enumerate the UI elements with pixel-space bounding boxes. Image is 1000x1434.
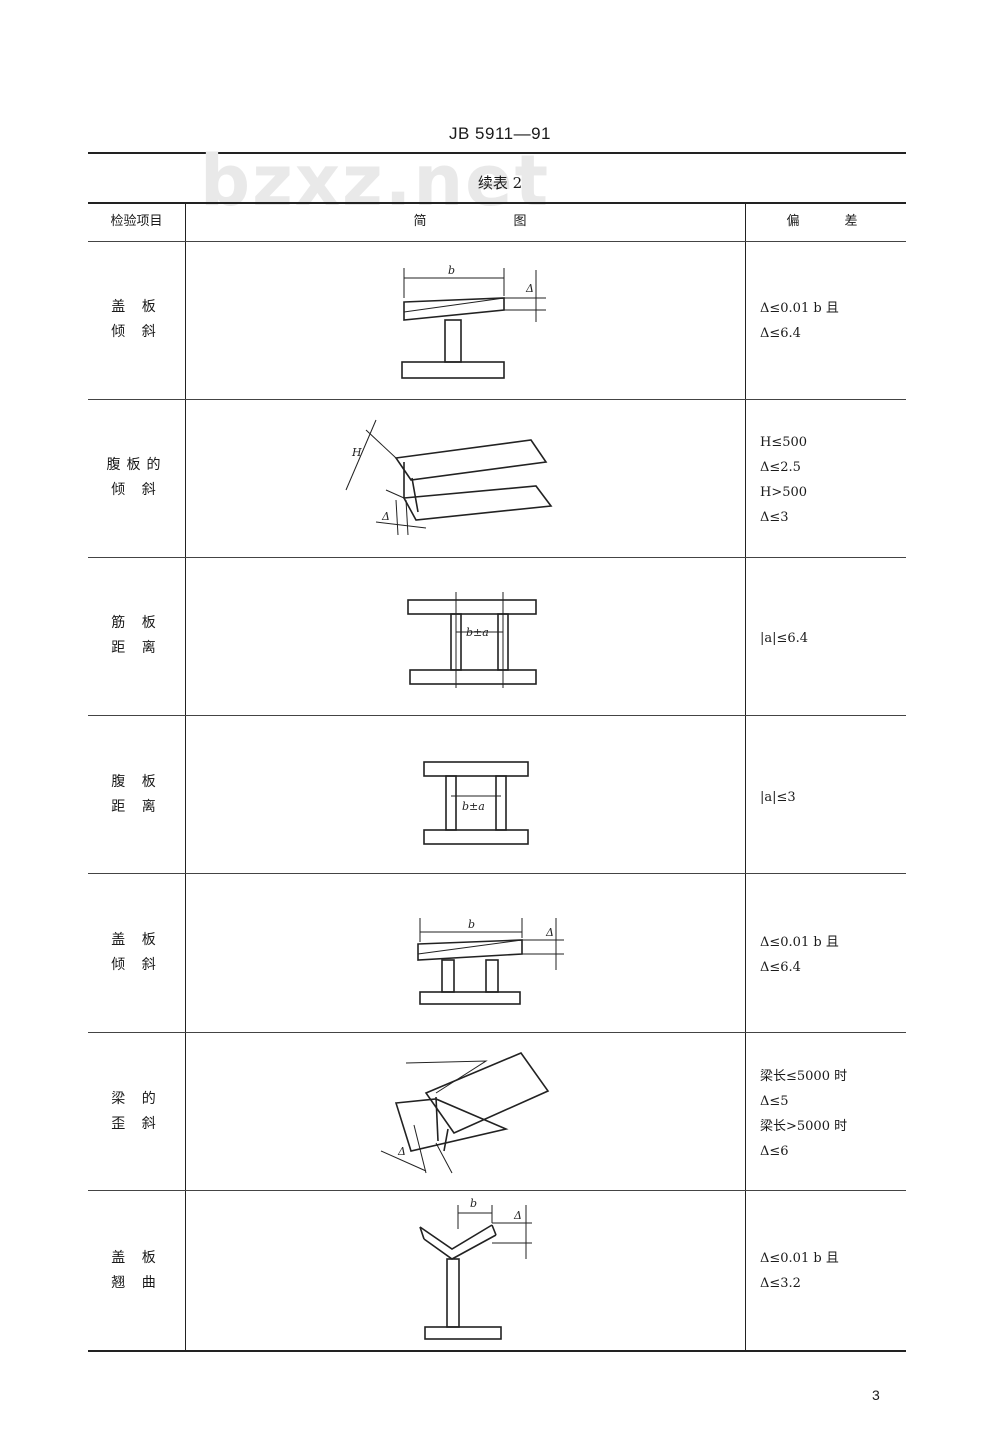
sketch-web-distance: b±a: [186, 716, 745, 872]
row-separator: [88, 873, 906, 874]
row-separator: [88, 399, 906, 400]
column-divider-left: [185, 203, 186, 1351]
header-tolerance-right: 差: [844, 214, 858, 229]
column-divider-right: [745, 203, 746, 1351]
header-item: 检验项目: [110, 214, 163, 229]
header-tolerance-left: 偏: [786, 214, 800, 229]
inspection-item: 梁 的歪 斜: [111, 1091, 162, 1132]
table-title: 续表 2: [477, 174, 523, 192]
tolerance: |a|≤6.4: [760, 631, 809, 646]
inspection-item: 盖 板翘 曲: [111, 1250, 162, 1291]
sketch-cover-plate-tilt-box: b Δ: [186, 874, 745, 1030]
sketch-stiffener-distance: b±a: [186, 558, 745, 714]
dimension-label-b: b: [470, 1197, 477, 1210]
header-sketch-right: 图: [513, 214, 527, 229]
inspection-item: 腹板的倾 斜: [106, 457, 167, 498]
sketch-beam-skew: Δ: [186, 1033, 745, 1189]
inspection-item: 盖 板倾 斜: [111, 932, 162, 973]
header-rule: [88, 152, 906, 154]
sketch-cover-plate-warp: b Δ: [186, 1191, 745, 1347]
row-separator: [88, 1032, 906, 1033]
dimension-label-h: H: [351, 446, 362, 459]
dimension-label-delta: Δ: [513, 1209, 522, 1222]
dimension-label-delta: Δ: [381, 510, 390, 523]
page-number: 3: [872, 1387, 880, 1403]
dimension-label-delta: Δ: [545, 926, 554, 939]
document-code: JB 5911—91: [448, 124, 552, 143]
sketch-cover-plate-tilt: b Δ: [186, 242, 745, 398]
tolerance: |a|≤3: [760, 790, 796, 805]
sketch-web-tilt: H Δ: [186, 400, 745, 556]
row-separator: [88, 557, 906, 558]
dimension-label-delta: Δ: [525, 282, 534, 295]
inspection-item: 筋 板距 离: [111, 615, 162, 656]
table-top-border: [88, 202, 906, 204]
dimension-label-b-plus-minus-a: b±a: [462, 800, 485, 813]
header-separator: [88, 241, 906, 242]
watermark: bzxz.net: [200, 140, 551, 222]
dimension-label-b: b: [448, 264, 455, 277]
row-separator: [88, 715, 906, 716]
dimension-label-delta: Δ: [397, 1145, 406, 1158]
inspection-item: 腹 板距 离: [111, 774, 162, 815]
header-sketch-left: 简: [413, 214, 427, 229]
table-bottom-border: [88, 1350, 906, 1352]
inspection-item: 盖 板倾 斜: [111, 299, 162, 340]
row-separator: [88, 1190, 906, 1191]
dimension-label-b: b: [468, 918, 475, 931]
dimension-label-b-plus-minus-a: b±a: [466, 626, 489, 639]
